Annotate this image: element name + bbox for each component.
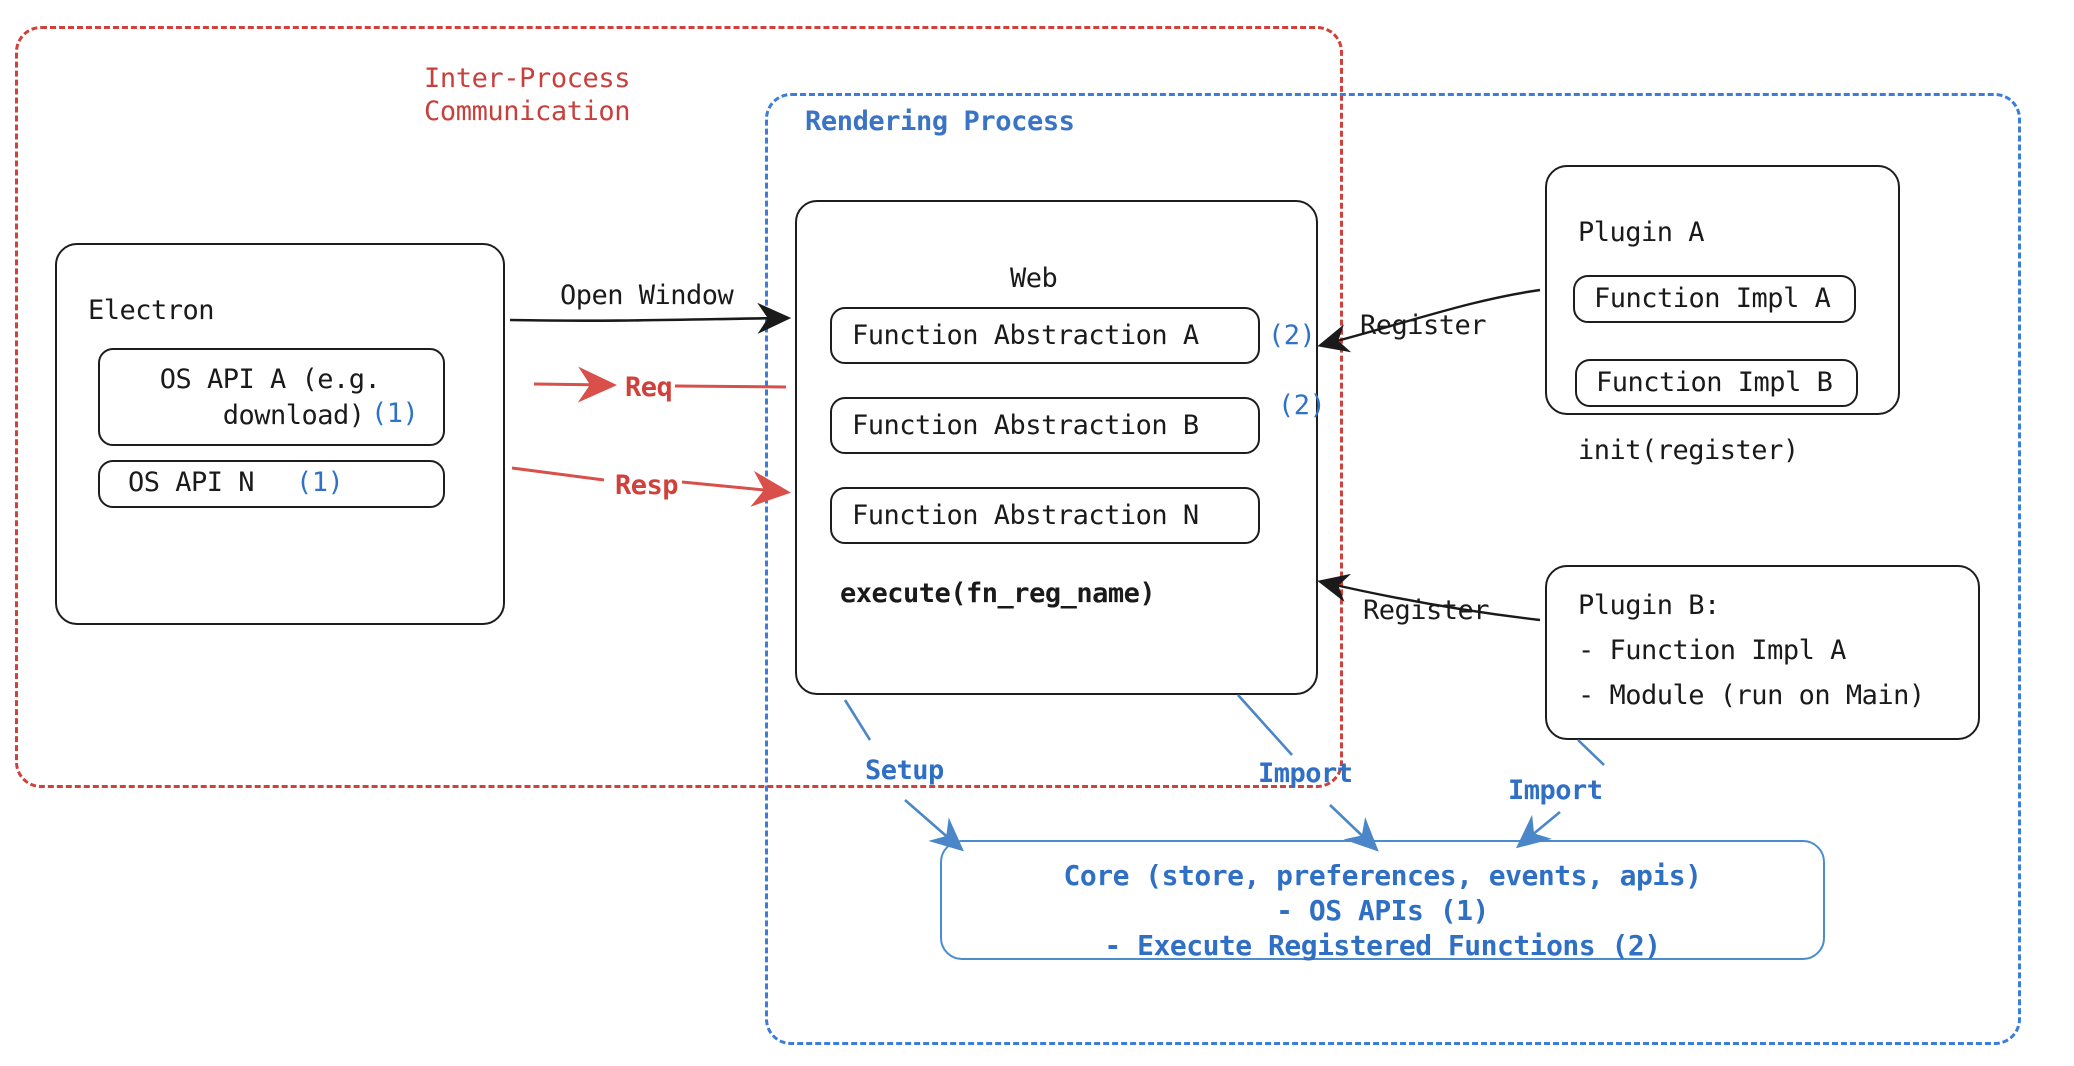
node-plugin-b-title: Plugin B: — [1578, 590, 1720, 621]
node-function-abstraction-a-label: Function Abstraction A — [852, 320, 1199, 351]
node-function-abstraction-n[interactable] — [830, 487, 1260, 544]
badge-function-abstraction-b: (2) — [1278, 390, 1326, 421]
edge-label-import-web: Import — [1258, 758, 1353, 789]
node-plugin-b[interactable] — [1545, 565, 1980, 740]
node-plugin-b-line-1: - Function Impl A — [1578, 635, 1846, 666]
badge-os-api-a: (1) — [371, 398, 419, 429]
group-label-rendering-process: Rendering Process — [805, 106, 1075, 137]
node-os-api-a-label: OS API A (e.g. download) — [159, 364, 381, 431]
node-function-impl-b-label: Function Impl B — [1596, 367, 1833, 398]
edge-label-register-plugin-b: Register — [1363, 595, 1490, 626]
node-electron-title: Electron — [88, 295, 215, 326]
edge-label-resp: Resp — [615, 470, 679, 501]
node-web-execute-method: execute(fn_reg_name) — [840, 578, 1156, 609]
group-rendering-process — [765, 93, 2021, 1045]
node-web-title: Web — [1010, 263, 1058, 294]
node-os-api-a[interactable] — [98, 348, 445, 446]
edge-label-open-window: Open Window — [560, 280, 734, 311]
node-plugin-a-title: Plugin A — [1578, 217, 1705, 248]
node-function-abstraction-a[interactable] — [830, 307, 1260, 364]
node-function-impl-b[interactable] — [1575, 359, 1858, 407]
node-function-abstraction-b[interactable] — [830, 397, 1260, 454]
badge-os-api-n: (1) — [296, 467, 344, 498]
group-inter-process-communication — [15, 26, 1343, 788]
node-function-impl-a[interactable] — [1573, 275, 1856, 323]
node-core-text: Core (store, preferences, events, apis)-… — [1063, 859, 1702, 962]
node-core[interactable] — [940, 840, 1825, 960]
edge-label-register-plugin-a: Register — [1360, 310, 1487, 341]
node-plugin-a-init-method: init(register) — [1578, 435, 1799, 466]
node-function-abstraction-b-label: Function Abstraction B — [852, 410, 1199, 441]
edge-label-import-plugin-b: Import — [1508, 775, 1603, 806]
node-function-abstraction-n-label: Function Abstraction N — [852, 500, 1199, 531]
node-os-api-n-label: OS API N — [128, 467, 255, 498]
edge-label-req: Req — [625, 372, 673, 403]
node-function-impl-a-label: Function Impl A — [1594, 283, 1831, 314]
node-os-api-n[interactable] — [98, 460, 445, 508]
badge-function-abstraction-a: (2) — [1268, 320, 1316, 351]
node-plugin-b-line-2: - Module (run on Main) — [1578, 680, 1925, 711]
edge-label-setup: Setup — [865, 755, 944, 786]
